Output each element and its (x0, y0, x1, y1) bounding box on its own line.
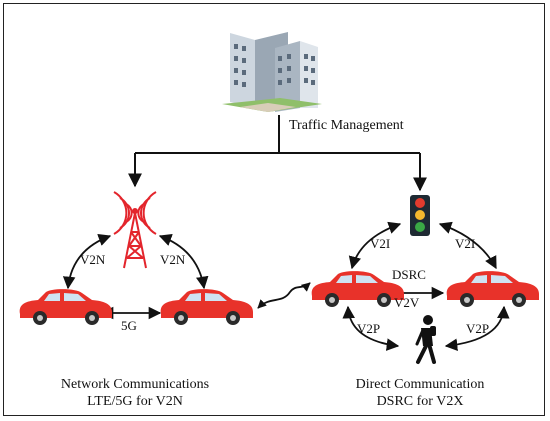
v2v-label: V2V (394, 295, 420, 310)
right-caption-line1: Direct Communication (355, 377, 485, 392)
diagram-border (3, 3, 545, 416)
left-caption: Network Communications LTE/5G for V2N (55, 376, 215, 410)
car-right-1 (311, 271, 404, 307)
dsrc-label: DSRC (392, 267, 426, 282)
management-links (128, 115, 427, 192)
5g-label: 5G (121, 318, 137, 333)
v2i-right-label: V2I (455, 236, 476, 251)
car-left-2 (160, 289, 253, 325)
left-caption-line1: Network Communications (60, 377, 210, 392)
car-right-2 (446, 271, 539, 307)
traffic-signal-icon (410, 195, 430, 236)
v2p-left-label: V2P (357, 321, 381, 336)
right-caption-line2: DSRC for V2X (376, 394, 464, 409)
v2n-right-label: V2N (160, 252, 186, 267)
v2i-left-label: V2I (370, 236, 391, 251)
pedestrian-icon (415, 315, 436, 364)
cell-tower-icon (113, 191, 157, 269)
building-icon (222, 32, 322, 112)
left-caption-line2: LTE/5G for V2N (87, 394, 183, 409)
car-left-1 (19, 289, 113, 325)
v2p-right-label: V2P (466, 321, 490, 336)
right-caption: Direct Communication DSRC for V2X (345, 376, 495, 410)
traffic-management-label: Traffic Management (289, 118, 404, 133)
v2n-left-label: V2N (80, 252, 106, 267)
